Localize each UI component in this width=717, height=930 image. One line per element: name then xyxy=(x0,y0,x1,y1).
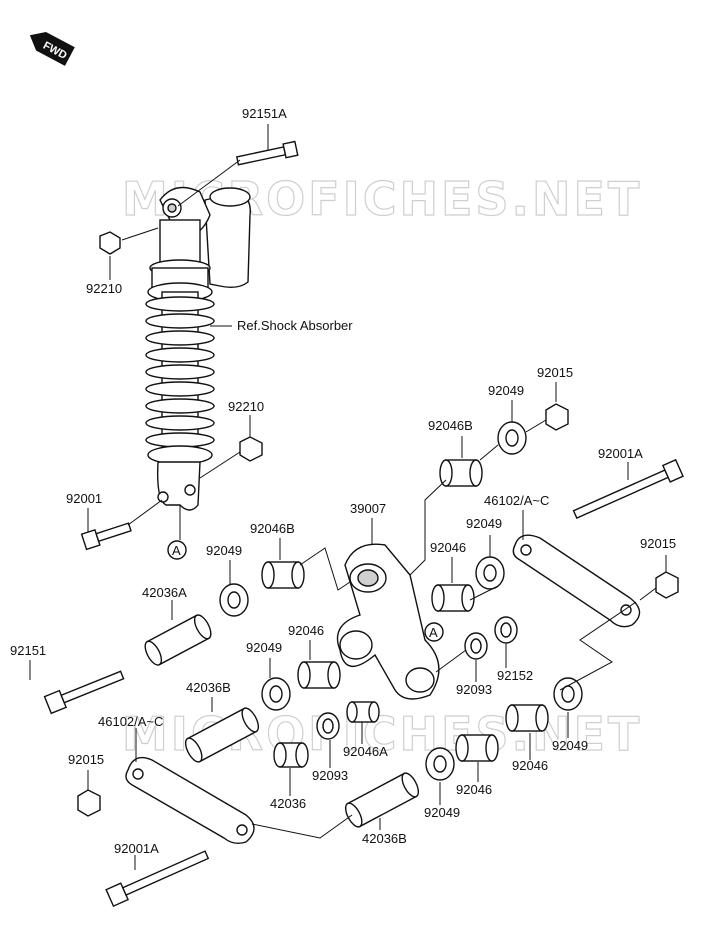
label-42036B-l: 42036B xyxy=(186,680,231,695)
label-39007: 39007 xyxy=(350,501,386,516)
spring-coil xyxy=(145,347,215,363)
spring-coil xyxy=(145,432,215,448)
marker-a-center xyxy=(424,622,444,642)
label-92152: 92152 xyxy=(497,668,533,683)
label-92049-r3: 92049 xyxy=(552,738,588,753)
spring-coils xyxy=(145,296,215,448)
spring-coil xyxy=(145,296,215,312)
label-92001A-bot: 92001A xyxy=(114,841,159,856)
spring-coil xyxy=(145,330,215,346)
nut-92015-bottom-left xyxy=(77,789,101,817)
label-92049-b: 92049 xyxy=(424,805,460,820)
nut-92015-top xyxy=(545,403,569,431)
label-92049-r2: 92049 xyxy=(466,516,502,531)
nut-92210-mid xyxy=(239,436,263,462)
marker-a-center-label: A xyxy=(429,625,438,640)
label-92046-b: 92046 xyxy=(456,782,492,797)
label-92210-top: 92210 xyxy=(86,281,122,296)
label-92049-l: 92049 xyxy=(206,543,242,558)
label-92093-l: 92093 xyxy=(312,768,348,783)
label-92093-r: 92093 xyxy=(456,682,492,697)
label-92015-bl: 92015 xyxy=(68,752,104,767)
bushing-92046-bottom xyxy=(455,734,499,762)
label-42036A: 42036A xyxy=(142,585,187,600)
label-92015-top: 92015 xyxy=(537,365,573,380)
bushing-92046-left2 xyxy=(297,661,341,689)
bolt-92001 xyxy=(80,522,132,551)
label-92049-l2: 92049 xyxy=(246,640,282,655)
label-46102-bot: 46102/A~C xyxy=(98,714,163,729)
bolt-92151 xyxy=(43,670,125,715)
label-92046A: 92046A xyxy=(343,744,388,759)
nut-92015-right xyxy=(655,571,679,599)
collar-42036 xyxy=(273,742,309,768)
ring-92152 xyxy=(494,616,518,644)
spring-coil xyxy=(145,313,215,329)
label-46102-top: 46102/A~C xyxy=(484,493,549,508)
label-92049-top: 92049 xyxy=(488,383,524,398)
label-92046-r3: 92046 xyxy=(512,758,548,773)
bolt-92001A-top xyxy=(572,458,684,519)
shock-absorber xyxy=(145,186,251,511)
label-92046-l2: 92046 xyxy=(288,623,324,638)
label-92151A: 92151A xyxy=(242,106,287,121)
marker-a-left xyxy=(167,540,187,560)
label-92001A-top: 92001A xyxy=(598,446,643,461)
fwd-arrow-icon: FWD xyxy=(29,31,75,66)
bolt-92151A xyxy=(235,140,299,166)
label-42036: 42036 xyxy=(270,796,306,811)
bushing-92046A xyxy=(346,701,380,723)
link-46102-bottom xyxy=(125,756,255,845)
nut-92210-top xyxy=(99,231,121,255)
collar-42036B-bottom xyxy=(344,772,420,828)
label-92046B-mid: 92046B xyxy=(250,521,295,536)
label-92046-c: 92046 xyxy=(430,540,466,555)
washer-92049-left2 xyxy=(261,677,291,711)
seal-92093-left xyxy=(316,712,340,740)
label-92001: 92001 xyxy=(66,491,102,506)
bushing-92046-right3 xyxy=(505,704,549,732)
bolt-92001A-bottom xyxy=(105,850,210,908)
washer-92049-right xyxy=(475,556,505,590)
label-92151: 92151 xyxy=(10,643,46,658)
link-46102-top xyxy=(512,534,641,628)
ref-shock-absorber-label: Ref.Shock Absorber xyxy=(237,318,353,333)
spring-coil xyxy=(145,381,215,397)
label-42036B-b: 42036B xyxy=(362,831,407,846)
bushing-92046-center xyxy=(431,584,475,612)
rocker-arm-39007 xyxy=(336,543,440,700)
washer-92049-right3 xyxy=(553,677,583,711)
collar-42036A xyxy=(144,614,212,666)
spring-coil xyxy=(145,415,215,431)
spring-coil xyxy=(145,398,215,414)
washer-92049-left xyxy=(219,583,249,617)
spring-coil xyxy=(145,364,215,380)
bushing-92046B-mid xyxy=(261,561,305,589)
washer-92049-bottom xyxy=(425,747,455,781)
seal-92093-right xyxy=(464,632,488,660)
label-92015-r: 92015 xyxy=(640,536,676,551)
label-92046B-top: 92046B xyxy=(428,418,473,433)
washer-92049-top xyxy=(497,421,527,455)
collar-42036B-left xyxy=(184,707,260,763)
bushing-92046B-top xyxy=(439,459,483,487)
label-92210-mid: 92210 xyxy=(228,399,264,414)
marker-a-left-label: A xyxy=(172,543,181,558)
